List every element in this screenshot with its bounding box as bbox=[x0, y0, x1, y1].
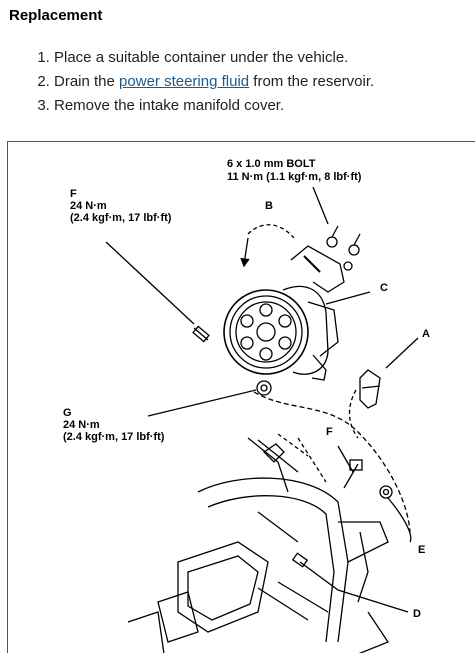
step-1: Place a suitable container under the veh… bbox=[54, 46, 374, 70]
label-d: D bbox=[413, 608, 421, 620]
pump-illustration bbox=[105, 186, 419, 653]
label-g-torque: 24 N·m bbox=[63, 419, 100, 431]
label-f-upper-torque-alt: (2.4 kgf·m, 17 lbf·ft) bbox=[70, 212, 172, 224]
label-f-upper-letter: F bbox=[70, 188, 77, 200]
step-2-text-after: from the reservoir. bbox=[249, 73, 375, 90]
label-c: C bbox=[380, 282, 388, 294]
label-f-lower: F bbox=[326, 426, 333, 438]
bolt-spec-line1: 6 x 1.0 mm BOLT bbox=[227, 158, 316, 170]
pulley-outer bbox=[223, 289, 309, 375]
power-steering-pump-diagram: 6 x 1.0 mm BOLT 11 N·m (1.1 kgf·m, 8 lbf… bbox=[7, 141, 475, 653]
step-2-text-before: Drain the bbox=[54, 73, 120, 90]
procedure-steps: Place a suitable container under the veh… bbox=[0, 46, 374, 118]
bolt-spec-line2: 11 N·m (1.1 kgf·m, 8 lbf·ft) bbox=[227, 171, 362, 183]
label-g-letter: G bbox=[63, 407, 72, 419]
step-2: Drain the power steering fluid from the … bbox=[54, 70, 374, 94]
label-e: E bbox=[418, 544, 426, 556]
label-b: B bbox=[265, 200, 273, 212]
power-steering-fluid-link[interactable]: power steering fluid bbox=[119, 73, 250, 90]
label-g-torque-alt: (2.4 kgf·m, 17 lbf·ft) bbox=[63, 431, 165, 443]
label-f-upper-torque: 24 N·m bbox=[70, 200, 107, 212]
label-a: A bbox=[422, 328, 430, 340]
step-3: Remove the intake manifold cover. bbox=[54, 94, 374, 118]
section-title: Replacement bbox=[9, 7, 103, 24]
